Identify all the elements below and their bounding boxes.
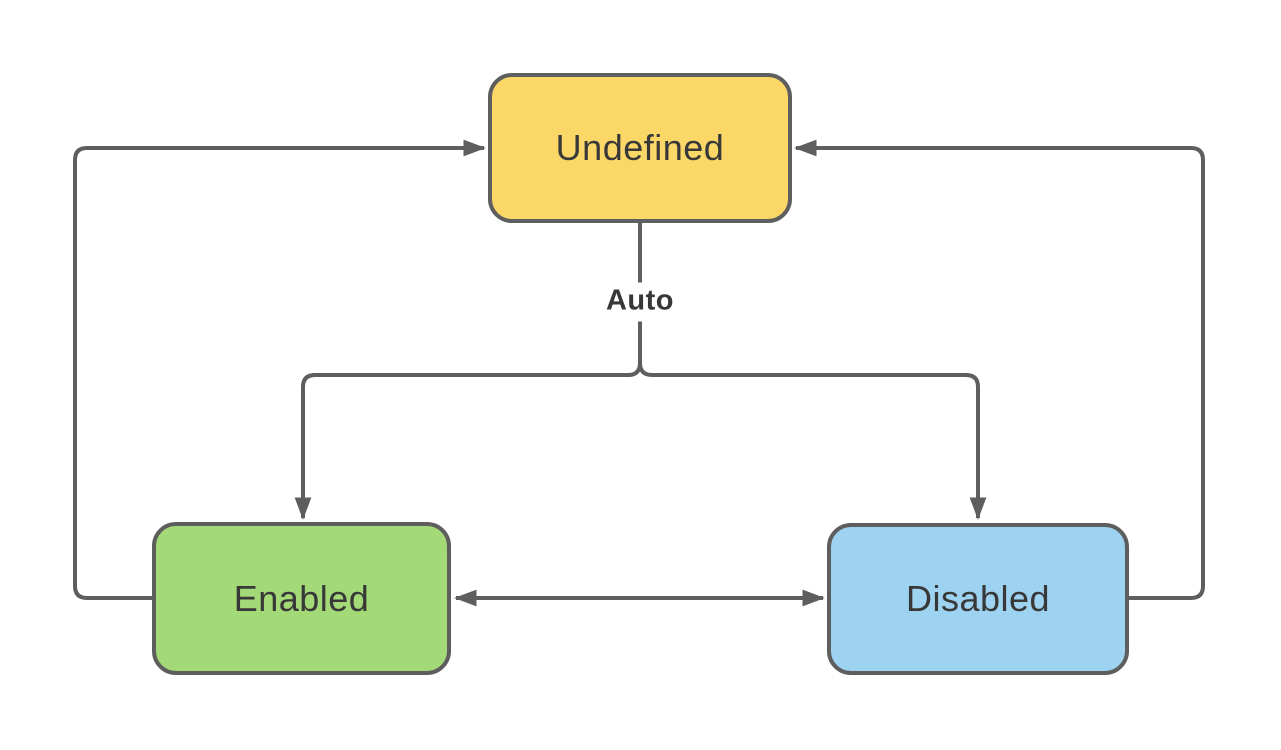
state-node-disabled: Disabled [827, 523, 1129, 675]
edge-group [73, 139, 1205, 607]
edge-undefined-to-enabled [294, 362, 642, 520]
edge-label-auto: Auto [599, 282, 681, 322]
edge-disabled-to-undefined [794, 139, 1205, 600]
edge-enabled-to-undefined [73, 139, 486, 600]
state-node-enabled: Enabled [152, 522, 451, 675]
edge-undefined-to-disabled [638, 362, 987, 520]
state-node-disabled-label: Disabled [905, 578, 1051, 619]
state-node-enabled-label: Enabled [233, 577, 370, 619]
state-node-undefined: Undefined [488, 73, 792, 223]
state-node-undefined-label: Undefined [555, 127, 725, 168]
